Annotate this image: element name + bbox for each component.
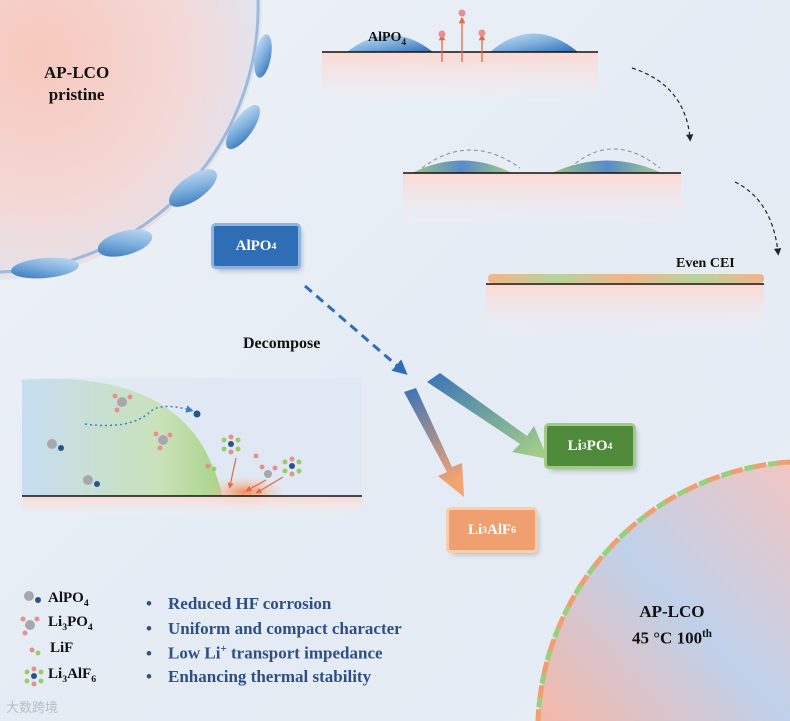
li3alf6-sub2: 6 <box>511 524 517 536</box>
alpo4-top-main: AlPO <box>368 30 402 45</box>
even-cei-panel <box>486 274 764 332</box>
watermark: 大数跨境 <box>6 701 59 716</box>
legend-li3alf6-tail: AlF <box>67 666 92 682</box>
legend-icons <box>20 591 44 687</box>
bullet-dot: • <box>146 643 152 663</box>
bullet-2-text: Uniform and compact character <box>168 619 402 638</box>
alpo4-box-sub: 4 <box>271 240 277 252</box>
legend-li3po4-sub2: 4 <box>87 622 93 633</box>
bullet-3: • Low Li+ transport impedance <box>146 643 383 664</box>
alpo4-top-sub: 4 <box>401 36 406 47</box>
legend-li3alf6-sub2: 6 <box>91 674 97 685</box>
bullet-1: • Reduced HF corrosion <box>146 594 331 614</box>
li3alf6-main: AlF <box>487 521 512 538</box>
legend-li3po4-tail: PO <box>67 614 88 630</box>
legend-li3po4: Li3PO4 <box>48 614 93 633</box>
cycled-label-sup: th <box>702 628 712 640</box>
cycled-particle <box>535 459 790 721</box>
legend-lif: LiF <box>50 640 73 657</box>
li3po4-sub2: 4 <box>607 440 613 452</box>
bullet-4-text: Enhancing thermal stability <box>168 667 372 686</box>
arrow-to-li3alf6 <box>404 388 464 497</box>
process-arrow-1 <box>631 67 694 142</box>
decompose-label: Decompose <box>243 335 321 352</box>
alpo4-coating-panel <box>322 9 598 102</box>
legend-li3alf6-sub: 3 <box>62 674 68 685</box>
decompose-arrow <box>304 284 408 375</box>
bullet-4: • Enhancing thermal stability <box>146 667 371 687</box>
pristine-label: AP-LCO pristine <box>44 62 109 106</box>
legend-li3po4-sub: 3 <box>62 622 68 633</box>
decomposing-coating-panel <box>403 148 681 223</box>
li3alf6-pre: Li <box>467 521 483 538</box>
li3alf6-sub1: 3 <box>482 524 487 536</box>
legend-alpo4-sub: 4 <box>83 598 89 609</box>
legend-alpo4-pre: AlPO <box>48 590 84 606</box>
process-arrow-2 <box>734 181 782 256</box>
bullet-dot: • <box>146 619 152 638</box>
bullet-dot: • <box>146 667 152 686</box>
cycled-label: AP-LCO 45 °C 100th <box>632 600 712 650</box>
alpo4-box-main: AlPO <box>235 237 272 254</box>
pristine-label-line2: pristine <box>48 85 105 104</box>
pristine-label-line1: AP-LCO <box>44 63 110 82</box>
bullet-1-text: Reduced HF corrosion <box>168 594 332 613</box>
li3po4-pre: Li <box>567 437 582 454</box>
li3po4-sub1: 3 <box>581 440 587 452</box>
cycled-label-line2: 45 °C 100th <box>632 623 712 650</box>
pristine-particle <box>0 0 272 280</box>
cycled-label-line1: AP-LCO <box>639 602 705 621</box>
arrow-to-li3po4 <box>427 373 548 459</box>
cycled-label-temp: 45 °C 100 <box>632 628 703 648</box>
bullet-3-sup: + <box>220 643 227 655</box>
legend-lif-pre: LiF <box>50 640 74 656</box>
bullet-dot: • <box>146 594 152 613</box>
bullet-3-pre: Low Li <box>168 643 221 663</box>
legend-li3alf6: Li3AlF6 <box>48 666 96 685</box>
even-cei-label: Even CEI <box>676 256 735 271</box>
bullet-3-post: transport impedance <box>226 643 383 663</box>
legend-li3po4-pre: Li <box>48 614 63 630</box>
bullet-2: • Uniform and compact character <box>146 619 402 639</box>
li3po4-main: PO <box>586 437 608 454</box>
legend-alpo4: AlPO4 <box>48 590 89 609</box>
legend-li3alf6-pre: Li <box>48 666 63 682</box>
decomposition-scene <box>22 378 362 515</box>
alpo4-top-label: AlPO4 <box>368 30 406 47</box>
